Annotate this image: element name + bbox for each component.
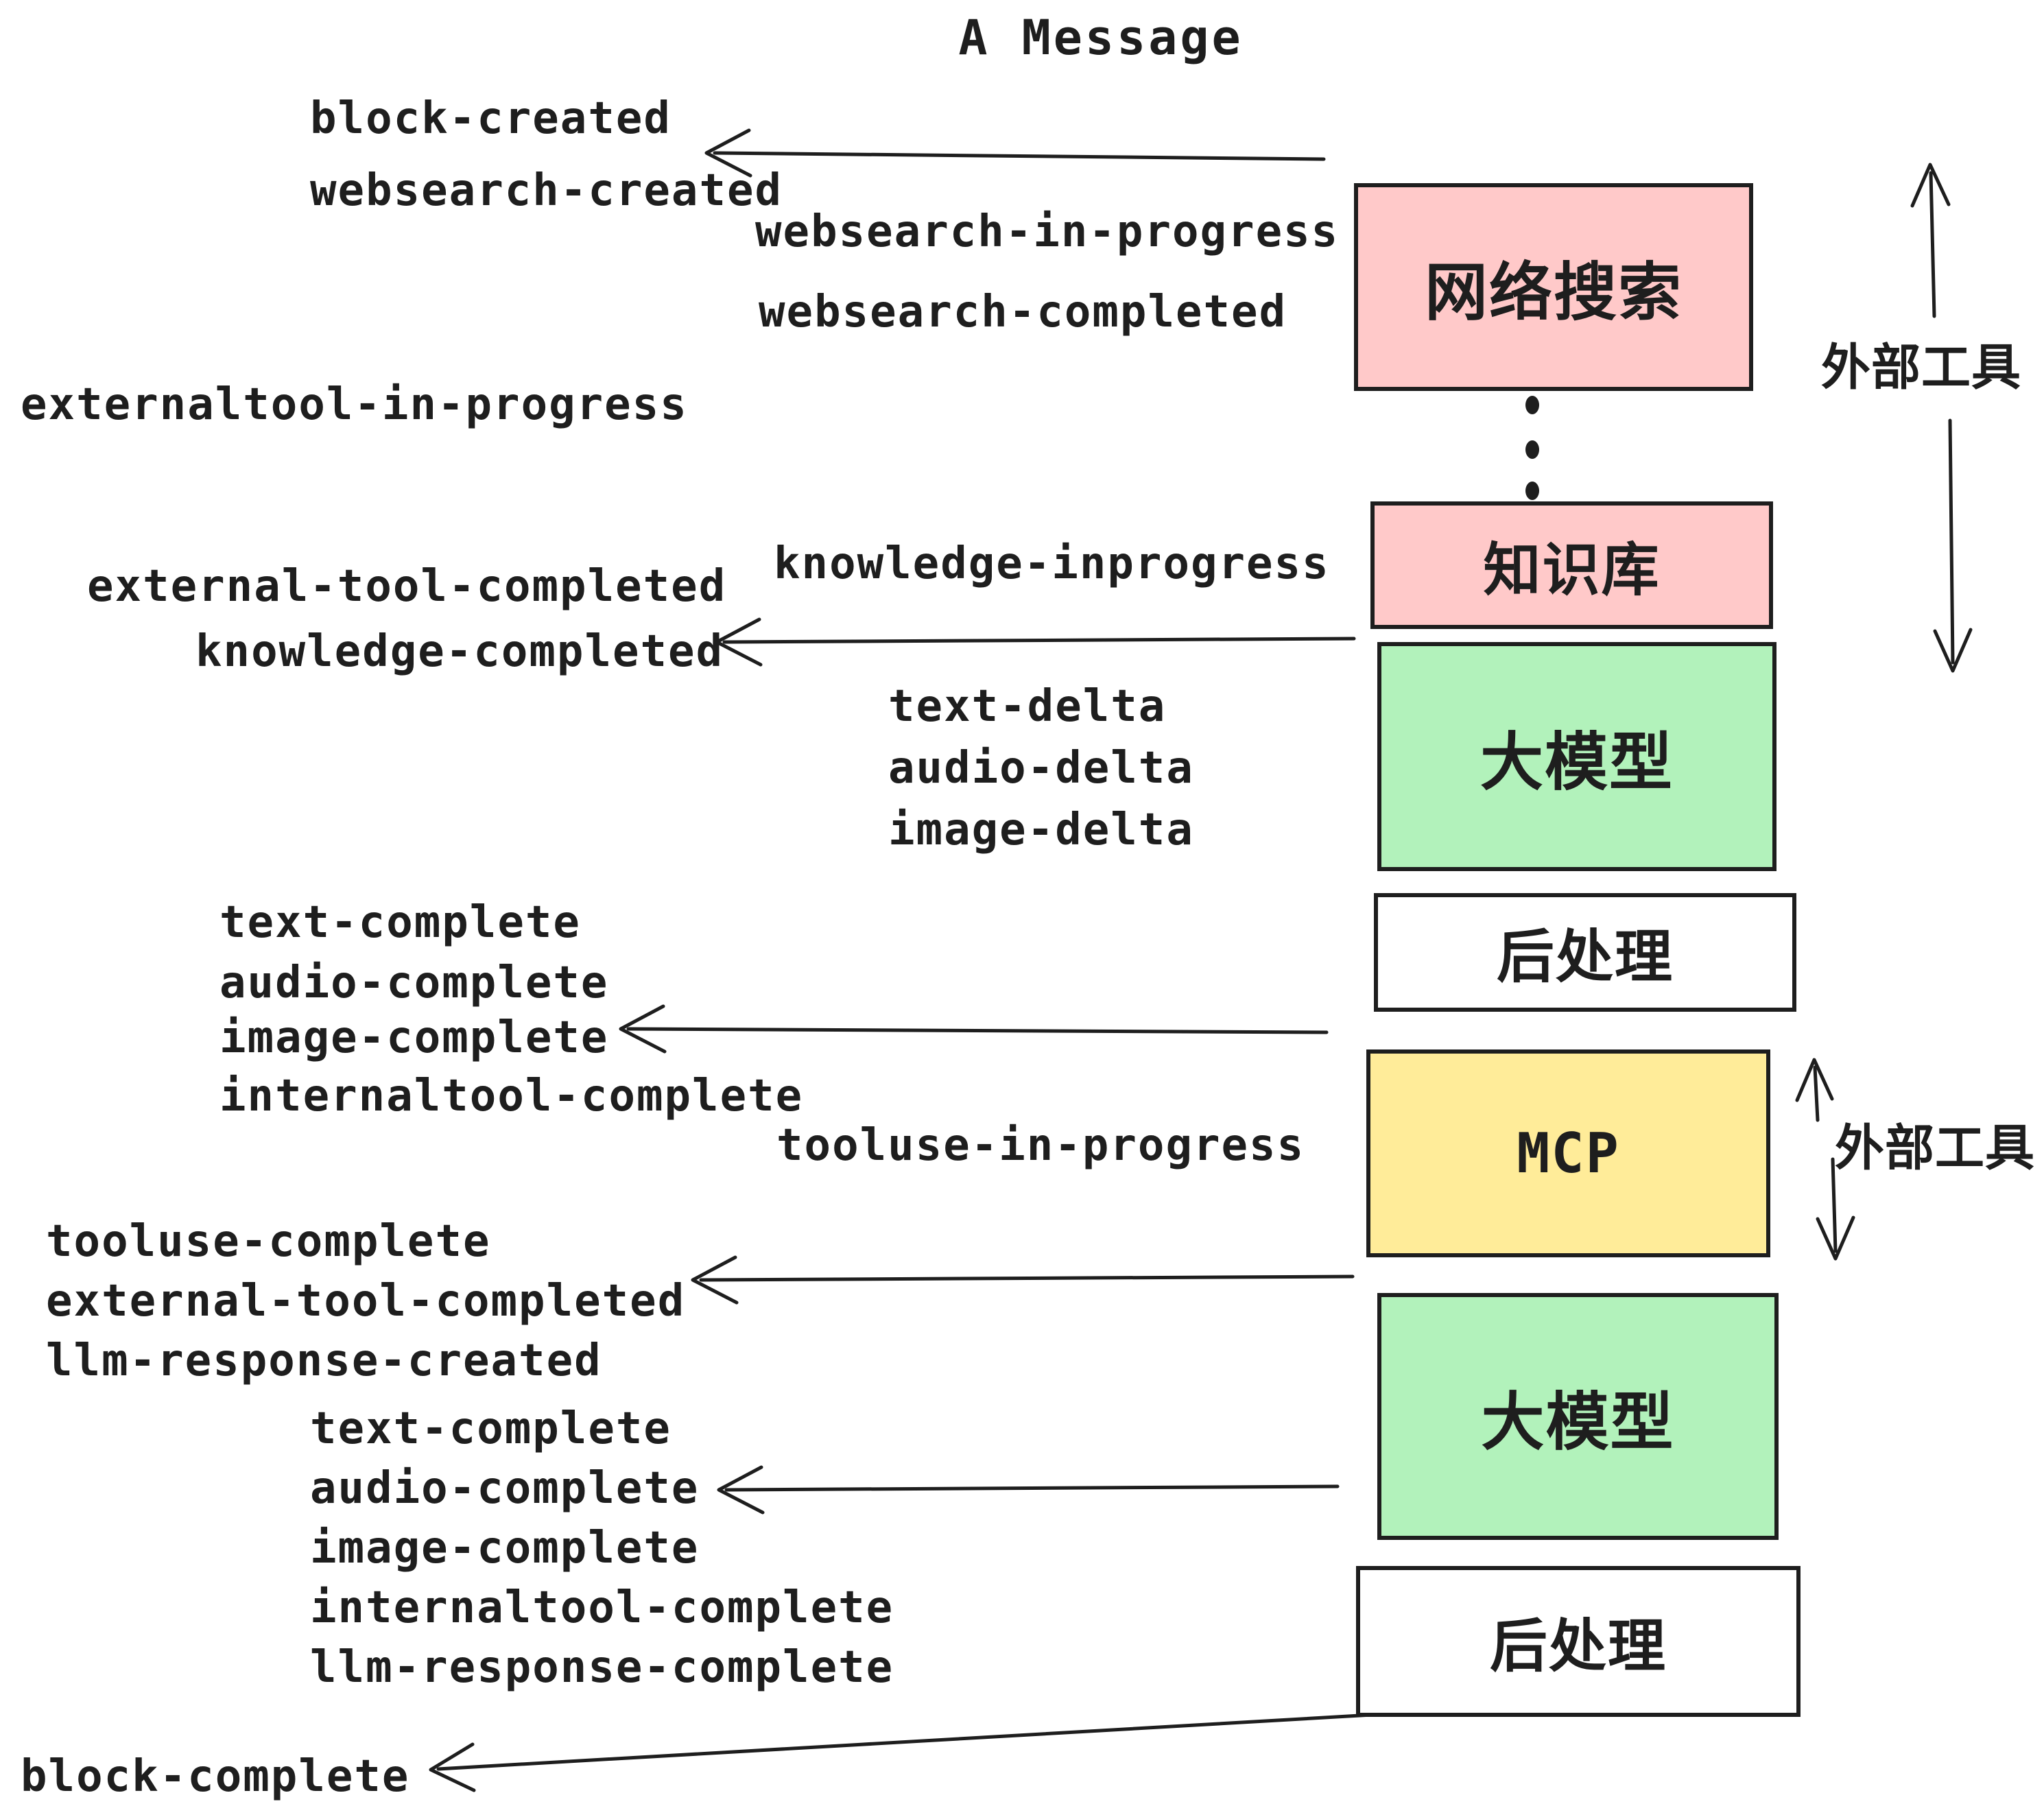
box-mcp-label: MCP [1517,1121,1620,1185]
box-knowledge: 知识库 [1370,501,1773,629]
ellipsis-dot [1525,396,1539,414]
event-image-delta-1: image-delta [888,805,1194,855]
arrow-websearch-created [704,128,1326,178]
arrow-block-complete [429,1713,1374,1792]
box-llm-2: 大模型 [1377,1293,1779,1540]
box-knowledge-label: 知识库 [1483,536,1661,604]
box-postprocess-2-label: 后处理 [1489,1612,1667,1680]
event-block-complete: block-complete [21,1751,410,1802]
event-audio-complete-2: audio-complete [310,1463,700,1514]
box-llm-1: 大模型 [1377,642,1776,871]
box-postprocess-1-label: 后处理 [1496,923,1674,990]
event-knowledge-inprogress: knowledge-inprogress [774,538,1330,589]
label-external-tools-top: 外部工具 [1821,338,2022,396]
event-knowledge-completed: knowledge-completed [195,626,724,677]
arrow-image-complete [619,1004,1329,1054]
arrow-external-tools-down-1 [1933,418,1973,673]
event-image-complete-1: image-complete [219,1012,609,1063]
ellipsis-dot [1525,440,1539,459]
page-title: A Message [958,10,1244,66]
event-websearch-completed: websearch-completed [759,287,1287,337]
box-llm-2-label: 大模型 [1481,1385,1675,1459]
event-llm-response-complete: llm-response-complete [310,1642,894,1693]
event-text-complete-1: text-complete [219,897,581,948]
event-image-complete-2: image-complete [310,1523,700,1574]
event-websearch-created: websearch-created [310,165,783,216]
arrow-knowledge-completed [715,617,1356,667]
arrow-external-tools-up-1 [1910,163,1951,318]
event-websearch-in-progress: websearch-in-progress [755,206,1340,257]
arrow-external-tool-completed [691,1255,1355,1305]
box-mcp: MCP [1366,1049,1770,1257]
box-postprocess-1: 后处理 [1374,893,1796,1012]
arrow-audio-complete [717,1465,1340,1515]
event-external-tool-completed-1: external-tool-completed [87,561,727,612]
event-text-complete-2: text-complete [310,1403,672,1454]
event-internaltool-complete-2: internaltool-complete [310,1582,894,1633]
event-tooluse-complete: tooluse-complete [46,1216,491,1267]
event-audio-complete-1: audio-complete [219,958,609,1008]
event-block-created: block-created [310,93,672,144]
arrow-external-tools-up-2 [1795,1058,1834,1122]
event-audio-delta-1: audio-delta [888,743,1194,794]
label-external-tools-bottom: 外部工具 [1835,1119,2036,1177]
arrow-external-tools-down-2 [1816,1157,1855,1261]
box-websearch: 网络搜索 [1354,183,1753,391]
box-websearch-label: 网络搜索 [1424,256,1683,329]
ellipsis-dot [1525,482,1539,500]
event-internaltool-complete-1: internaltool-complete [219,1071,804,1121]
event-external-tool-completed-2: external-tool-completed [46,1276,686,1327]
event-tooluse-in-progress: tooluse-in-progress [776,1120,1305,1171]
event-llm-response-created: llm-response-created [46,1336,602,1386]
box-postprocess-2: 后处理 [1356,1566,1801,1717]
box-llm-1-label: 大模型 [1479,725,1674,799]
event-externaltool-in-progress: externaltool-in-progress [21,379,688,430]
event-text-delta-1: text-delta [888,681,1167,732]
